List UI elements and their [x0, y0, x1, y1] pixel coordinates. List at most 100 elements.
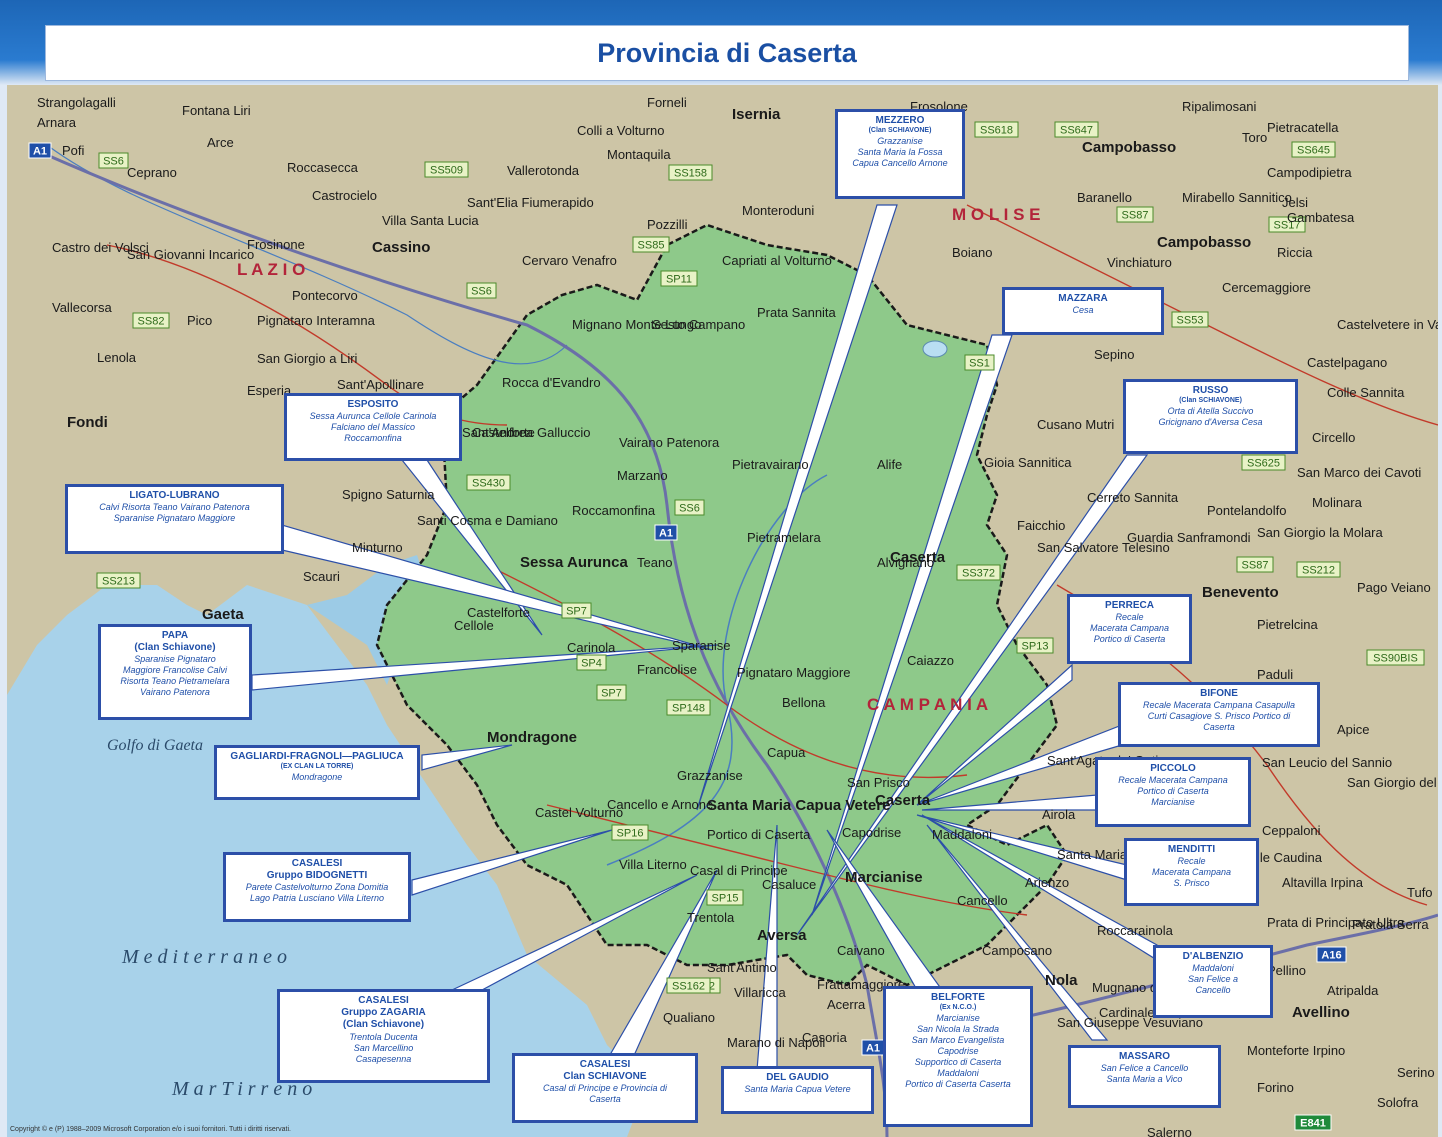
- road-shield: SS372: [956, 564, 1001, 581]
- callout-line: Casapesenna: [355, 1053, 412, 1064]
- place-label: Pellino: [1267, 963, 1306, 978]
- callout-line: San Nicola la Strada: [916, 1023, 1000, 1034]
- callout-sub: (EX CLAN LA TORRE): [280, 763, 354, 771]
- road-shield-bg: [596, 684, 627, 701]
- place-label: Santa Maria Capua Vetere: [707, 797, 890, 814]
- callout-title: CASALESI: [358, 995, 409, 1006]
- place-label: Pico: [187, 313, 212, 328]
- place-label: Castrocielo: [312, 188, 377, 203]
- place-label: Capua: [767, 745, 806, 760]
- place-label: Gaeta: [202, 606, 244, 623]
- place-label: Villa Literno: [619, 857, 687, 872]
- road-shield: SS53: [1171, 311, 1209, 328]
- callout-title2: Clan SCHIAVONE: [563, 1071, 647, 1083]
- place-label: Pontecorvo: [292, 288, 358, 303]
- region-label: M O L I S E: [952, 205, 1040, 224]
- road-shield: SS645: [1291, 141, 1336, 158]
- road-shield: SS647: [1054, 121, 1099, 138]
- place-label: Gambatesa: [1287, 210, 1355, 225]
- place-label: Lenola: [97, 350, 137, 365]
- callout-line: Parete Castelvolturno Zona Domitia: [245, 882, 389, 893]
- callout-title: MENDITTI: [1167, 844, 1216, 855]
- place-label: Roccarainola: [1097, 923, 1174, 938]
- callout-line: Vairano Patenora: [140, 687, 210, 698]
- sea-label: M a r T i r r e n o: [171, 1078, 312, 1100]
- road-shield: SS625: [1241, 454, 1286, 471]
- callout-del-gaudio: DEL GAUDIO Santa Maria Capua Vetere: [721, 1066, 874, 1114]
- place-label: Sparanise: [672, 638, 731, 653]
- callout-line: Mondragone: [291, 771, 343, 782]
- place-label: Pago Veiano: [1357, 580, 1431, 595]
- road-shield-bg: [576, 654, 607, 671]
- place-label: Sant'Elia Fiumerapido: [467, 195, 594, 210]
- callout-line: Portico di Caserta: [1093, 634, 1166, 645]
- place-label: Boiano: [952, 245, 992, 260]
- callout-sub: (Clan SCHIAVONE): [1179, 397, 1242, 405]
- callout-russo: RUSSO (Clan SCHIAVONE) Orta di Atella Su…: [1123, 379, 1298, 454]
- place-label: Galluccio: [537, 425, 590, 440]
- callout-line: Santa Maria a Vico: [1106, 1074, 1183, 1085]
- callout-pointers: [251, 204, 1158, 1071]
- place-label: Vallerotonda: [507, 163, 580, 178]
- place-label: Riccia: [1277, 245, 1313, 260]
- callout-massaro: MASSARO San Felice a Cancello Santa Mari…: [1068, 1045, 1221, 1108]
- road-shield-label: SP16: [617, 828, 644, 840]
- road-shield: SP4: [576, 654, 607, 671]
- place-label: Caserta: [875, 792, 931, 809]
- callout-line: Grazzanise: [877, 135, 923, 146]
- callout-title: ESPOSITO: [347, 399, 399, 410]
- road-shield-bg: [668, 164, 713, 181]
- callout-line: Recale Macerata Campana Casapulla: [1142, 700, 1296, 711]
- place-label: Fontana Liri: [182, 103, 251, 118]
- road-shield-label: SP11: [666, 274, 692, 286]
- road-shield: SP7: [596, 684, 627, 701]
- road-shield: SS6: [466, 282, 497, 299]
- place-label: Teano: [637, 555, 672, 570]
- road-shield: SS158: [668, 164, 713, 181]
- callout-line: Calvi Risorta Teano Vairano Patenora: [99, 502, 250, 513]
- place-label: Avellino: [1292, 1004, 1350, 1021]
- callout-sub: (Clan SCHIAVONE): [868, 127, 932, 135]
- place-label: Capodrise: [842, 825, 901, 840]
- road-shield-bg: [424, 161, 469, 178]
- pointer-russo: [796, 454, 1149, 936]
- copyright: Copyright © e (P) 1988–2009 Microsoft Co…: [10, 1126, 291, 1133]
- place-label: Vinchiaturo: [1107, 255, 1172, 270]
- road-shield-bg: [674, 499, 705, 516]
- road-shield-label: SP7: [601, 688, 622, 700]
- place-label: Francolise: [637, 662, 697, 677]
- callout-casalesi-bidognetti: CASALESI Gruppo BIDOGNETTI Parete Castel…: [223, 852, 411, 922]
- callout-bifone: BIFONE Recale Macerata Campana Casapulla…: [1118, 682, 1320, 747]
- place-label: Aversa: [757, 927, 807, 944]
- road-shield: SP13: [1016, 637, 1054, 654]
- callout-title3: (Clan Schiavone): [342, 1019, 425, 1031]
- callout-line: San Felice a Cancello: [1100, 1063, 1189, 1074]
- place-label: Cerreto Sannita: [1087, 490, 1179, 505]
- place-label: Minturno: [352, 540, 403, 555]
- place-label: Cardinale: [1099, 1005, 1155, 1020]
- place-label: Forneli: [647, 95, 687, 110]
- road-shield: SS212: [1296, 561, 1341, 578]
- callout-title: BELFORTE: [931, 992, 985, 1003]
- road-shield-label: SS90BIS: [1373, 653, 1418, 665]
- place-label: San Prisco: [847, 775, 910, 790]
- road-shield-bg: [1241, 454, 1286, 471]
- place-label: Mirabello Sannitico: [1182, 190, 1292, 205]
- pointer-massaro: [926, 824, 1109, 1041]
- callout-line: Gricignano d'Aversa Cesa: [1158, 416, 1263, 427]
- pointer-mezzero: [696, 204, 898, 811]
- callout-title: PAPA: [161, 630, 189, 641]
- place-label: Castel Volturno: [535, 805, 623, 820]
- place-label: Baranello: [1077, 190, 1132, 205]
- place-label: Pietravairano: [732, 457, 809, 472]
- callout-line: Macerata Campana: [1151, 867, 1232, 878]
- place-label: Arce: [207, 135, 234, 150]
- place-label: Circello: [1312, 430, 1355, 445]
- road-shield: SS87: [1236, 556, 1274, 573]
- callout-line: Falciano del Massico: [330, 422, 416, 433]
- callout-line: Santa Maria la Fossa: [857, 146, 943, 157]
- callout-title: GAGLIARDI-FRAGNOLI—PAGLIUCA: [230, 751, 404, 762]
- place-label: Frosinone: [247, 237, 305, 252]
- road-shield: A1: [28, 142, 52, 159]
- place-label: Pignataro Interamna: [257, 313, 376, 328]
